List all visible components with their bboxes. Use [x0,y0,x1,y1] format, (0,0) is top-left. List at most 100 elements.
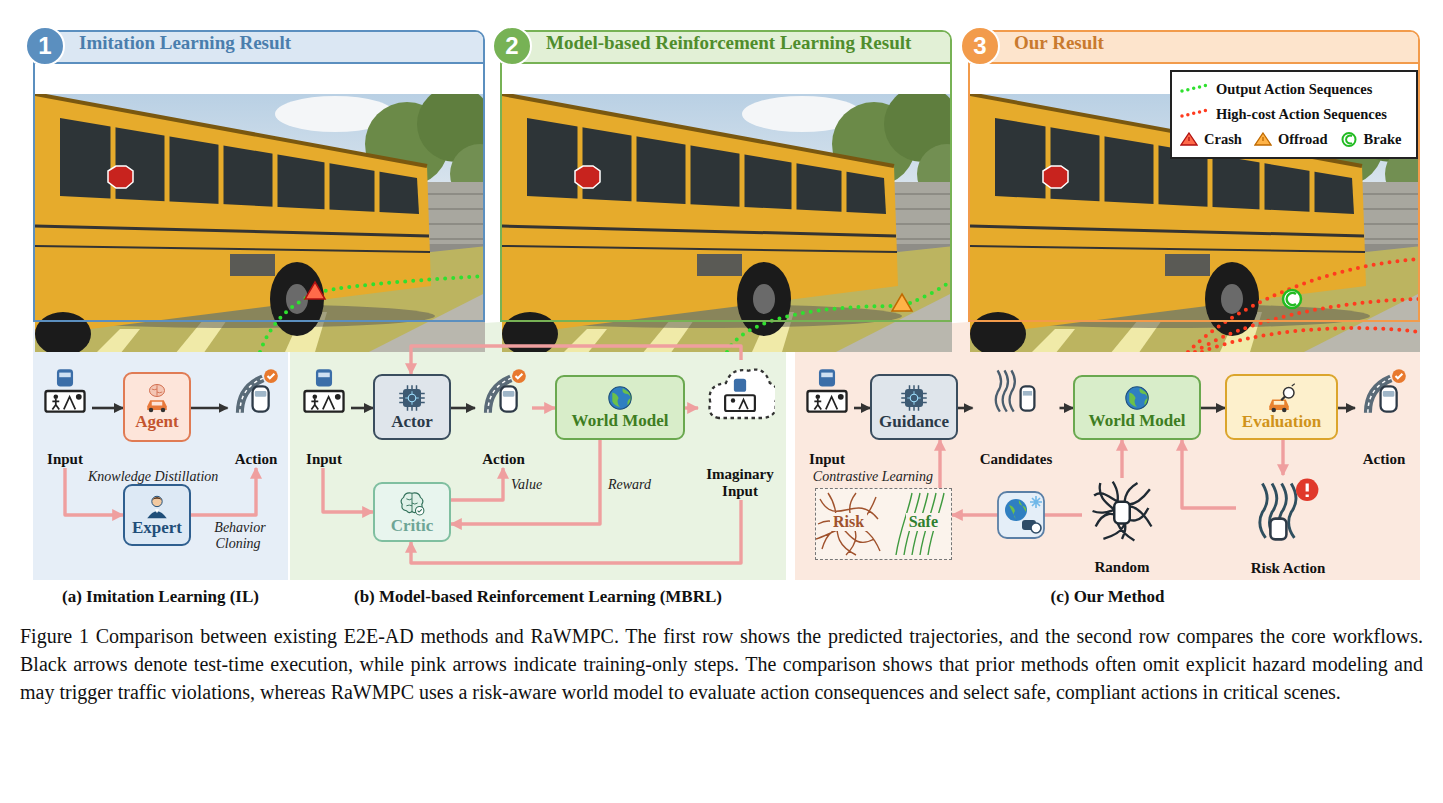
node-icon [800,368,854,414]
node-icon [1267,383,1297,413]
node-icon [142,383,172,413]
node-label: Guidance [879,413,949,432]
icon-glyph [144,493,170,519]
node-icon [297,368,351,414]
legend-glyph [1254,132,1272,147]
world-model-box: World Model [1073,375,1201,440]
connector [938,440,941,488]
edge-label: Knowledge Distillation [86,469,226,485]
icon-glyph [804,368,850,414]
node-icon [38,368,92,414]
scene-il [35,86,510,356]
edge-label-ground: Contrastive Learning [811,469,935,484]
node-icon [899,383,929,413]
connector [1120,440,1123,478]
legend-text: Brake [1364,131,1402,148]
safe-label: Safe [906,513,941,531]
random-node: Random [1082,478,1162,576]
panel-header: Imitation Learning Result [35,32,483,64]
risk-label: Risk [830,513,867,531]
connector [854,407,870,410]
connector [191,407,228,410]
callout-number: 3 [960,26,1000,66]
workflow-region: (c) Our MethodInputGuidanceCandidatesWor… [795,335,1420,580]
icon-glyph [1091,480,1153,542]
icon-glyph [398,489,426,517]
panel-title: Model-based Reinforcement Learning Resul… [546,32,911,54]
panel-title: Our Result [1014,32,1104,54]
risk-action-node: Risk Action [1236,475,1340,577]
risk-safe-box: Risk Safe [815,488,952,560]
node-label: Imaginary Input [698,466,782,500]
node-label: Candidates [973,451,1060,468]
result-panel: Imitation Learning Result 1 [33,30,485,322]
node-icon [1236,477,1340,541]
edge-label: Reward [606,477,664,493]
edge-label-ground: Behavior Cloning [212,520,265,551]
node-icon [1082,480,1162,542]
node-icon [228,368,285,414]
node-label: Action [228,451,285,468]
legend-box: Output Action SequencesHigh-cost Action … [1170,70,1418,159]
connector [351,407,373,410]
connector [1338,407,1355,410]
node-label: Input [38,451,92,468]
edge-label-ground: Reward [606,477,653,492]
legend-sample [1254,132,1272,147]
connector [411,500,741,563]
connector [1182,440,1236,508]
legend-text: Crash [1204,131,1242,148]
candidates-node: Candidates [973,366,1060,468]
legend-sample [1180,82,1210,97]
legend-glyph [1180,107,1210,122]
node-label: World Model [572,412,669,431]
legend-sample [1340,132,1358,147]
node-label: Agent [135,413,178,432]
legend-glyph [1180,132,1198,147]
node-label: World Model [1089,412,1186,431]
callout-number-text: 1 [38,34,51,58]
node-icon [698,362,782,432]
icon-glyph [142,383,172,413]
icon-glyph [1361,368,1407,414]
connector [323,468,373,512]
node-icon [144,493,170,519]
callout-number: 1 [25,26,65,66]
icon-glyph [1123,384,1151,412]
scene-mbrl [502,86,977,356]
agent-box: Agent [123,372,191,442]
region-ground [290,335,786,580]
figure-caption: Figure 1 Comparison between existing E2E… [20,622,1423,706]
connector [1281,440,1284,475]
callout-number-text: 3 [973,34,986,58]
action-node: Action [475,366,532,468]
connector [451,407,475,410]
result-panel: Model-based Reinforcement Learning Resul… [500,30,952,322]
node-label: Risk Action [1236,560,1340,577]
edge-label: Contrastive Learning [790,469,935,485]
legend-row: CrashOffroadBrake [1180,127,1410,152]
icon-glyph [705,362,775,432]
panel-title: Imitation Learning Result [79,32,291,54]
region-caption: (b) Model-based Reinforcement Learning (… [290,587,786,607]
icon-glyph [42,368,88,414]
connector [451,440,600,524]
legend-text: Output Action Sequences [1216,81,1372,98]
node-label: Expert [132,519,182,538]
evaluation-box: Evaluation [1225,374,1338,440]
action-node: Action [228,366,285,468]
callout-number: 2 [492,26,532,66]
legend-row: High-cost Action Sequences [1180,102,1410,127]
connector [1060,407,1074,410]
node-label: Input [800,451,854,468]
callout-number-text: 2 [505,34,518,58]
edge-label: Behavior Cloning [198,520,280,552]
connector [1201,407,1225,410]
node-label: Evaluation [1242,413,1321,432]
connector [685,406,698,409]
node-icon [475,368,532,414]
workflow-region: (b) Model-based Reinforcement Learning (… [290,335,786,580]
input-node: Input [297,366,351,468]
